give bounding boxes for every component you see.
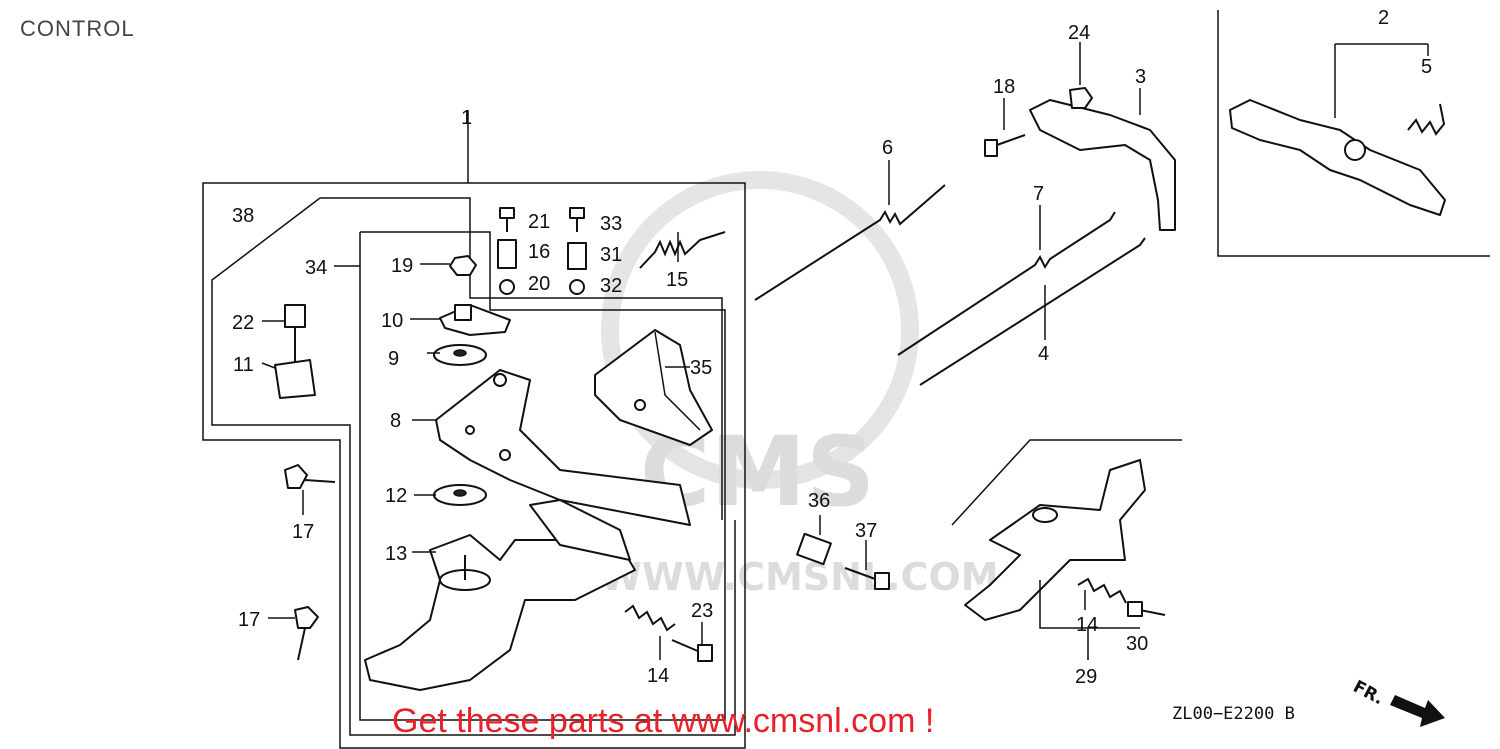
spring-part-15	[639, 231, 726, 269]
bracket-part-35	[594, 329, 713, 446]
callout-24: 24	[1068, 22, 1090, 44]
callout-37: 37	[855, 520, 877, 542]
bolt-part-21	[499, 207, 515, 232]
callout-22: 22	[232, 312, 254, 334]
assembly-frame-29	[951, 439, 1182, 526]
clamp-part-11	[274, 359, 316, 399]
callout-20: 20	[528, 273, 550, 295]
callout-17-upper: 17	[292, 521, 314, 543]
callout-5: 5	[1421, 56, 1432, 78]
callout-35: 35	[690, 357, 712, 379]
callout-38: 38	[232, 205, 254, 227]
bolt-part-37	[844, 567, 890, 590]
callout-14-left: 14	[647, 665, 669, 687]
callout-16: 16	[528, 241, 550, 263]
callout-15: 15	[666, 269, 688, 291]
front-direction-arrow-icon: FR.	[1350, 677, 1445, 727]
drawing-code-suffix: B	[1284, 704, 1295, 724]
promo-link-text[interactable]: Get these parts at www.cmsnl.com !	[392, 702, 935, 740]
callout-12: 12	[385, 485, 407, 507]
page-title: CONTROL	[20, 16, 135, 41]
lever-assembly-part-2	[1229, 99, 1446, 216]
base-plate-part-13	[364, 499, 636, 691]
rod-part-4	[919, 237, 1146, 386]
callout-4: 4	[1038, 343, 1049, 365]
bolt-part-17-lower	[294, 606, 319, 661]
callout-18: 18	[993, 76, 1015, 98]
spring-part-5	[1407, 103, 1446, 136]
lever-part-10	[439, 304, 511, 336]
bolt-part-33	[569, 207, 585, 232]
screw-part-23	[671, 639, 713, 662]
lever-part-3	[984, 87, 1176, 231]
spring-part-14-right	[1077, 577, 1127, 604]
spring-part-14-left	[624, 604, 676, 632]
callout-19: 19	[391, 255, 413, 277]
direction-label: FR.	[1350, 677, 1387, 709]
rod-part-7	[897, 211, 1116, 356]
callout-11: 11	[233, 354, 254, 376]
callout-1: 1	[461, 107, 472, 129]
nut-part-19	[449, 255, 477, 276]
callout-34: 34	[305, 257, 327, 279]
callout-2: 2	[1378, 7, 1389, 29]
callout-36: 36	[808, 490, 830, 512]
callout-33: 33	[600, 213, 622, 235]
collar-part-36	[796, 532, 832, 566]
callout-23: 23	[691, 600, 713, 622]
assembly-frame-34	[359, 231, 726, 721]
assembly-frame-38	[211, 197, 736, 736]
assembly-frame-2	[1217, 10, 1490, 257]
callout-7: 7	[1033, 183, 1044, 205]
callout-8: 8	[390, 410, 401, 432]
bolt-part-17-upper	[284, 464, 336, 489]
callout-13: 13	[385, 543, 407, 565]
callout-9: 9	[388, 348, 399, 370]
clip-part-20	[499, 279, 515, 295]
rod-part-6	[754, 184, 946, 301]
callout-29: 29	[1075, 666, 1097, 688]
callout-31: 31	[600, 244, 622, 266]
callout-labels: 1 2 3 4 5 6 7 8 9 10 11 12 13 14 14 15 1…	[232, 7, 1432, 688]
callout-30: 30	[1126, 633, 1148, 655]
drawing-code-main: ZL00−E2200	[1172, 704, 1275, 724]
assembly-frame-1	[202, 110, 746, 749]
leader-lines	[261, 42, 1141, 660]
callout-3: 3	[1135, 66, 1146, 88]
washer-part-9	[433, 344, 487, 366]
drawing-code: ZL00−E2200 B	[1172, 704, 1295, 724]
callout-32: 32	[600, 275, 622, 297]
callout-6: 6	[882, 137, 893, 159]
callout-14-right: 14	[1076, 614, 1098, 636]
bracket-part-29	[964, 459, 1166, 621]
clip-part-32	[569, 279, 585, 295]
control-plate-part-8	[435, 369, 691, 526]
watermark-url-text: WWW.CMSNL.COM	[600, 555, 999, 599]
collar-part-31	[567, 242, 587, 270]
callout-10: 10	[381, 310, 403, 332]
callout-21: 21	[528, 211, 550, 233]
callout-17-lower: 17	[238, 609, 260, 631]
washer-part-12	[433, 484, 487, 506]
collar-part-16	[497, 239, 517, 269]
